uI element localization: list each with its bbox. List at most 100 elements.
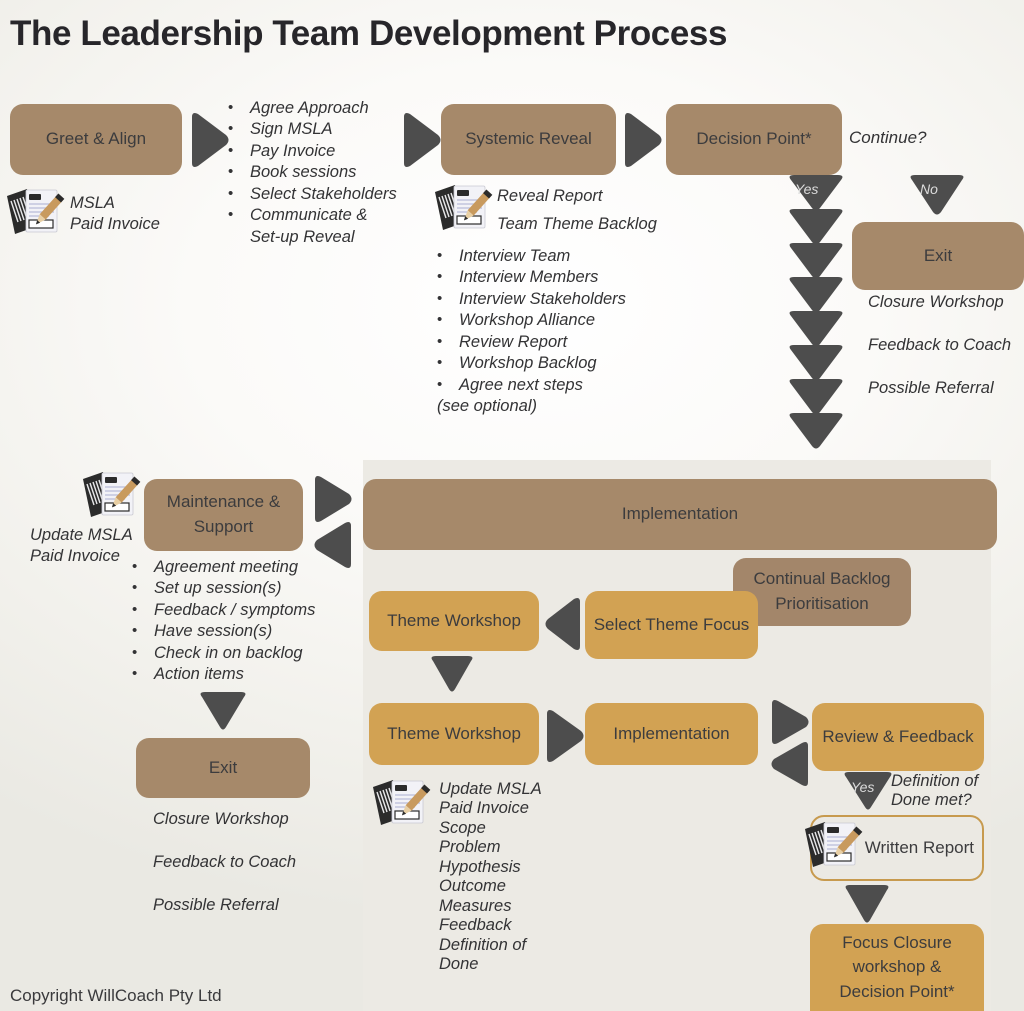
maintenance-outputs-note: Update MSLA Paid Invoice bbox=[30, 526, 133, 566]
continual-backlog-box[interactable]: Continual Backlog Prioritisation bbox=[733, 558, 911, 626]
document-pen-icon bbox=[80, 470, 142, 520]
continual-backlog-label: Continual Backlog Prioritisation bbox=[753, 569, 891, 613]
theme-workshop-label-1: Theme Workshop bbox=[387, 610, 521, 630]
systemic-output-1: Reveal Report bbox=[497, 187, 603, 205]
list-item: •Workshop Alliance bbox=[437, 311, 596, 330]
implementation-step-box[interactable]: Implementation bbox=[585, 703, 758, 765]
focus-closure-box[interactable]: Focus Closure workshop & Decision Point* bbox=[810, 924, 984, 1011]
bullet-dot: • bbox=[132, 579, 138, 597]
yes-arrow-icon-dod bbox=[840, 771, 896, 813]
bullet-dot: • bbox=[132, 665, 138, 683]
document-pen-icon bbox=[802, 820, 864, 870]
list-item: •Feedback / symptoms bbox=[132, 600, 316, 619]
arrow-down-icon bbox=[197, 691, 249, 735]
maintenance-support-label: Maintenance & Support bbox=[166, 492, 281, 536]
list-item: •Interview Stakeholders bbox=[437, 289, 626, 308]
implementation-artifacts-note: Update MSLA Paid Invoice Scope Problem H… bbox=[439, 780, 542, 974]
list-item: •Review Report bbox=[437, 332, 568, 351]
exit-notes-maintenance: Closure Workshop Feedback to Coach Possi… bbox=[153, 810, 297, 914]
bullet-dot: • bbox=[132, 600, 138, 618]
copyright-text: Copyright WillCoach Pty Ltd bbox=[10, 986, 222, 1005]
arrow-down-icon bbox=[842, 884, 892, 928]
document-pen-icon bbox=[4, 187, 66, 237]
written-report-label: Written Report bbox=[864, 837, 974, 857]
decision-point-box[interactable]: Decision Point* bbox=[666, 104, 842, 175]
bullet-dot: • bbox=[437, 375, 443, 393]
arrow-left-icon bbox=[542, 596, 584, 652]
greet-and-align-box[interactable]: Greet & Align bbox=[10, 104, 182, 175]
bullet-dot: • bbox=[132, 622, 138, 640]
exit-label-top: Exit bbox=[923, 245, 953, 265]
systemic-reveal-label: Systemic Reveal bbox=[465, 129, 592, 149]
maintenance-support-box[interactable]: Maintenance & Support bbox=[144, 479, 303, 551]
list-item: •Action items bbox=[132, 665, 244, 684]
list-item: •Sign MSLA bbox=[228, 120, 333, 139]
list-item: •Set up session(s) bbox=[132, 579, 282, 598]
theme-workshop-label-2: Theme Workshop bbox=[387, 723, 521, 743]
review-feedback-box[interactable]: Review & Feedback bbox=[812, 703, 984, 771]
bullet-dot: • bbox=[132, 558, 138, 575]
bullet-dot: • bbox=[228, 99, 234, 116]
document-pen-icon bbox=[370, 778, 432, 828]
systemic-footnote: (see optional) bbox=[437, 397, 537, 416]
systemic-bullets-list: •Interview Team •Interview Members •Inte… bbox=[437, 246, 667, 418]
focus-closure-label: Focus Closure workshop & Decision Point* bbox=[839, 932, 955, 1001]
maintenance-bullets-list: •Agreement meeting •Set up session(s) •F… bbox=[132, 557, 362, 686]
select-theme-focus-box[interactable]: Select Theme Focus bbox=[585, 591, 758, 659]
select-theme-focus-label: Select Theme Focus bbox=[593, 614, 750, 634]
theme-workshop-box-1[interactable]: Theme Workshop bbox=[369, 591, 539, 651]
arrow-left-icon bbox=[311, 520, 355, 570]
arrow-left-icon bbox=[768, 740, 812, 788]
list-item: •Agree next steps bbox=[437, 375, 583, 394]
definition-of-done-question: Definition of Done met? bbox=[891, 772, 979, 810]
list-item: •Communicate & Set-up Reveal bbox=[228, 206, 368, 246]
decision-point-label: Decision Point* bbox=[696, 129, 812, 149]
arrow-right-icon bbox=[400, 111, 442, 169]
list-item: •Check in on backlog bbox=[132, 643, 303, 662]
yes-arrow-chain bbox=[785, 174, 847, 474]
list-item: •Agree Approach bbox=[228, 99, 369, 117]
document-pen-icon bbox=[432, 183, 494, 233]
greet-and-align-label: Greet & Align bbox=[45, 129, 147, 149]
bullet-dot: • bbox=[228, 163, 234, 181]
bullet-dot: • bbox=[228, 184, 234, 202]
bullet-dot: • bbox=[228, 206, 234, 224]
exit-label-maintenance: Exit bbox=[208, 757, 238, 777]
no-arrow-icon bbox=[906, 174, 968, 218]
bullet-dot: • bbox=[437, 311, 443, 329]
bullet-dot: • bbox=[228, 141, 234, 159]
arrow-right-icon bbox=[768, 698, 812, 746]
implementation-header-label: Implementation bbox=[621, 504, 739, 524]
implementation-header-box[interactable]: Implementation bbox=[363, 479, 997, 550]
bullet-dot: • bbox=[437, 332, 443, 350]
bullet-dot: • bbox=[437, 289, 443, 307]
bullet-dot: • bbox=[437, 268, 443, 286]
bullet-dot: • bbox=[437, 354, 443, 372]
greet-outputs-note: MSLA Paid Invoice bbox=[70, 194, 160, 234]
bullet-dot: • bbox=[132, 643, 138, 661]
bullet-dot: • bbox=[437, 247, 443, 264]
exit-notes-top: Closure Workshop Feedback to Coach Possi… bbox=[868, 293, 1012, 397]
arrow-right-icon bbox=[621, 111, 663, 169]
review-feedback-label: Review & Feedback bbox=[822, 726, 974, 746]
list-item: •Interview Members bbox=[437, 268, 599, 287]
arrow-down-icon bbox=[428, 655, 476, 697]
list-item: •Have session(s) bbox=[132, 622, 273, 641]
arrow-right-icon bbox=[311, 474, 355, 524]
theme-workshop-box-2[interactable]: Theme Workshop bbox=[369, 703, 539, 765]
systemic-output-2: Team Theme Backlog bbox=[497, 215, 657, 233]
systemic-reveal-box[interactable]: Systemic Reveal bbox=[441, 104, 616, 175]
list-item: •Interview Team bbox=[437, 247, 571, 265]
bullet-dot: • bbox=[228, 120, 234, 138]
arrow-right-icon bbox=[543, 708, 585, 764]
greet-bullets-list: •Agree Approach •Sign MSLA •Pay Invoice … bbox=[228, 98, 398, 248]
exit-box-maintenance[interactable]: Exit bbox=[136, 738, 310, 798]
page-title: The Leadership Team Development Process bbox=[10, 14, 728, 53]
list-item: •Book sessions bbox=[228, 163, 357, 182]
list-item: •Workshop Backlog bbox=[437, 354, 597, 373]
list-item: •Agreement meeting bbox=[132, 558, 298, 576]
continue-question: Continue? bbox=[849, 128, 927, 147]
exit-box-top[interactable]: Exit bbox=[852, 222, 1024, 290]
list-item: •Pay Invoice bbox=[228, 141, 336, 160]
